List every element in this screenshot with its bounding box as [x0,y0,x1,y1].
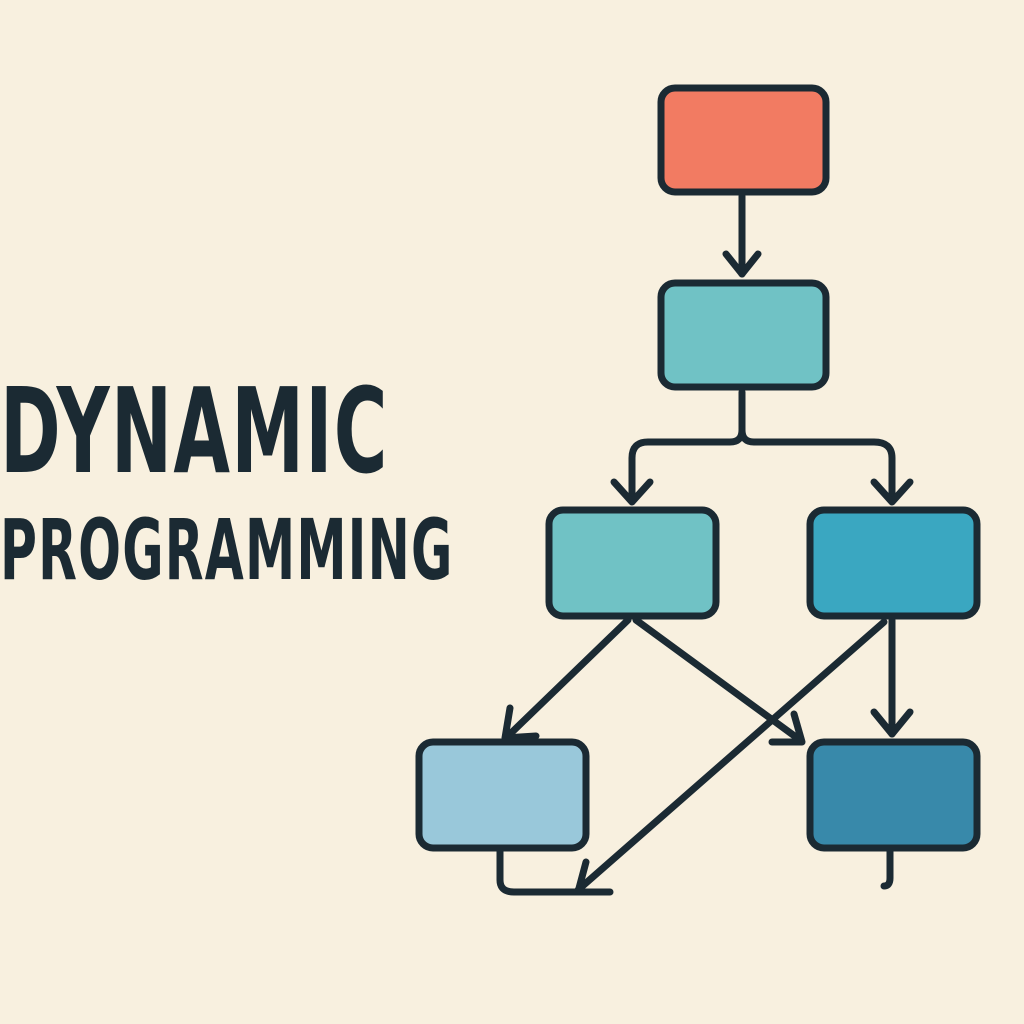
node-level-1 [657,279,830,391]
edge-level-3-left-exit [496,846,614,896]
edge-level-2-left-to-level-3-left [504,616,632,740]
arrowhead-level-3-right [870,708,914,738]
edge-level-2-right-to-bottom-left [574,618,888,894]
edge-level-3-right-tail [880,846,894,890]
arrowhead-level-3-left [501,704,540,742]
edge-level-1-to-level-2-right [738,426,896,504]
arrowhead-level-2-right [870,478,914,506]
arrowhead-level-1 [722,250,762,278]
node-level-2-right [806,506,981,620]
node-level-3-right [806,738,981,852]
nodes-layer [415,84,981,852]
node-root [657,84,830,196]
node-level-3-left [415,738,590,852]
arrowhead-level-2-left [610,478,654,506]
node-level-2-left [545,506,720,620]
edges-layer [496,192,914,896]
arrowhead-crossing-right [768,710,806,746]
